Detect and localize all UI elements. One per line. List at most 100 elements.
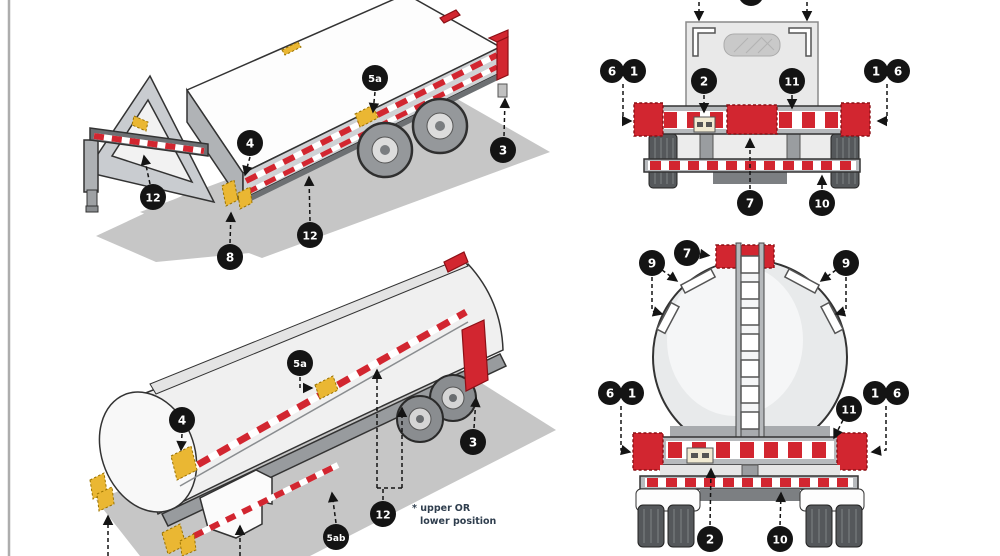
front-corner-yellow-marker-2: [237, 186, 253, 210]
front-corner-yellow-marker-1: [221, 179, 239, 207]
callout-11-tape: 11: [836, 396, 862, 422]
center-red-panel: [726, 104, 778, 135]
leader-9-right-lower: [834, 277, 847, 317]
left-red-corner-block: [633, 102, 664, 137]
rear-corner-marking: [461, 319, 489, 392]
callout-6-left: 6: [598, 381, 622, 405]
callout-1-right: 1: [863, 381, 887, 405]
callout-7-top: 7: [674, 240, 700, 266]
callout-label: 1: [871, 387, 879, 401]
gooseneck-frame: [83, 74, 216, 213]
license-plate: [693, 116, 716, 133]
leader-3: [470, 396, 481, 429]
callout-5a-upper: 5a: [287, 350, 313, 376]
callout-label: 12: [302, 230, 317, 243]
callout-label: 3: [499, 144, 507, 158]
right-red-corner-block: [836, 432, 868, 471]
axle-bar: [700, 489, 800, 501]
deck-edge-yellow-marker: [281, 41, 302, 56]
callout-7-center-panel: 7: [737, 190, 763, 216]
callout-3-rear-corner: 3: [490, 137, 516, 163]
leader-5ab: [327, 491, 339, 524]
corner-mark-bars: [655, 268, 845, 335]
leader-4: [176, 433, 187, 452]
callout-3-rear: 3: [460, 429, 486, 455]
frame-post-right: [786, 133, 801, 163]
leader-11: [833, 419, 844, 440]
callout-label: 9: [842, 257, 850, 271]
leader-1-6-right: [870, 406, 887, 456]
tanker-rear-tires: [635, 488, 865, 548]
callout-4-flatbed-front: 4: [237, 130, 263, 156]
conspicuity-tape-skirt: [192, 462, 340, 539]
callout-label: 10: [772, 534, 788, 547]
bulkhead-vent: [723, 33, 781, 57]
callout-label: 2: [700, 75, 708, 89]
callout-12-gooseneck: 12: [140, 184, 166, 210]
callout-12-position: 12: [370, 501, 396, 527]
bottom-corner-yellow-marker-2: [179, 533, 197, 556]
leader-6-1-left: [622, 84, 633, 127]
flatbed-iso-diagram: 5a 4 12 12 8 3: [83, 0, 550, 270]
leader-3: [499, 97, 511, 137]
conspicuity-tape-lower: [244, 64, 499, 196]
callout-4-front: 4: [169, 407, 195, 433]
callout-label: 11: [784, 76, 799, 89]
corner-mark-left: [692, 27, 716, 57]
leader-5a: [368, 91, 380, 114]
callout-label: 4: [178, 414, 186, 428]
conspicuity-tape-upper: [244, 52, 499, 184]
callout-label: 6: [608, 65, 616, 79]
callout-6-right: 6: [885, 381, 909, 405]
tank-top-red-marker: [443, 251, 469, 273]
upper-position-yellow-marker: [314, 375, 339, 400]
flatbed-wheels: [356, 97, 469, 179]
callout-label: 4: [246, 137, 254, 151]
callout-5ab-lower: 5ab: [323, 524, 349, 550]
callout-11-tape: 11: [779, 68, 805, 94]
callout-2-license: 2: [697, 526, 723, 552]
deck-edge-red-marker: [439, 9, 461, 24]
leader-12-neck: [140, 154, 152, 185]
callout-1-right: 1: [864, 59, 888, 83]
callout-label: 1: [628, 387, 636, 401]
position-note-line2: lower position: [420, 516, 497, 527]
right-red-corner-block: [840, 102, 871, 137]
leader-4: [242, 156, 253, 177]
callout-label: 5a: [293, 359, 307, 370]
callout-label: 9: [648, 257, 656, 271]
frame-post-left: [699, 133, 714, 163]
rear-corner-marking: [496, 36, 509, 81]
callout-label: 6: [894, 65, 902, 79]
leader-9-left-lower: [651, 277, 664, 317]
corner-mark-right: [788, 27, 812, 57]
left-red-corner-block: [632, 432, 664, 471]
callout-9-right: 9: [833, 250, 859, 276]
callout-6-left: 6: [600, 59, 624, 83]
leader-9-right-upper: [819, 269, 837, 282]
callout-label: 12: [145, 192, 160, 205]
callout-8-front-corner: 8: [217, 244, 243, 270]
callout-top-partial: [740, 0, 762, 6]
callout-2-license: 2: [691, 68, 717, 94]
front-corner-yellow-marker-2: [96, 486, 115, 512]
callout-label: 10: [814, 198, 830, 211]
callout-label: 1: [872, 65, 880, 79]
leader-1-6-right: [876, 84, 888, 127]
callout-label: 5a: [368, 74, 382, 85]
leader-8: [225, 211, 236, 244]
callout-5a-flatbed-side: 5a: [362, 65, 388, 91]
tanker-rear-diagram: 7 9 9 6 1 1 6 11: [598, 240, 909, 552]
callout-6-right: 6: [886, 59, 910, 83]
tank-highlight: [667, 264, 803, 416]
callout-10-guard: 10: [767, 526, 793, 552]
leader-12-rail: [303, 175, 315, 222]
callout-label: 12: [375, 509, 390, 522]
flatbed-rear-diagram: 6 1 1 6 2 11 7 10: [600, 0, 910, 216]
leader-6-1-left: [620, 406, 632, 456]
callout-12-side-rail: 12: [297, 222, 323, 248]
